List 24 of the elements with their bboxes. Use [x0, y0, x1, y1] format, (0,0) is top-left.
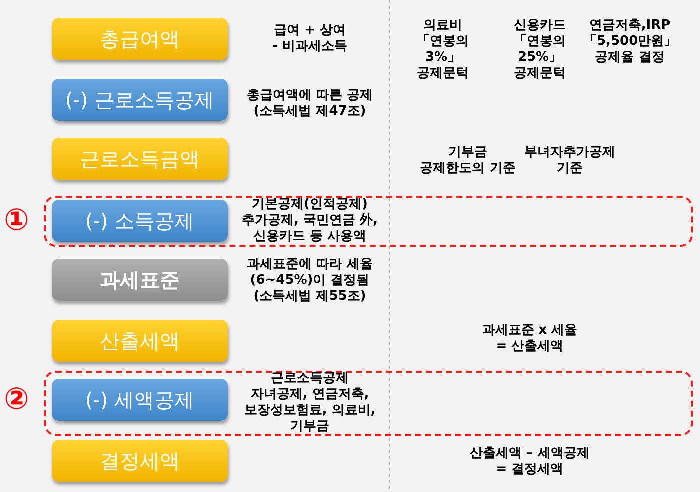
description-text: 급여 + 상여 - 비과세소득: [272, 23, 348, 55]
note-text: 연금저축,IRP 「5,500만원」 공제율 결정: [584, 18, 676, 66]
description-text: 과세표준에 따라 세율(6~45%)이 결정됨 (소득세법 제55조): [246, 257, 374, 305]
description-text: 근로소득공제 자녀공제, 연금저축, 보장성보험료, 의료비, 기부금: [244, 371, 376, 435]
description-text: 총급여액에 따른 공제 (소득세법 제47조): [246, 88, 374, 120]
note-text: 과세표준 x 세율 = 산출세액: [481, 323, 579, 355]
circled-number: ①: [4, 204, 30, 238]
result-box: 총급여액: [52, 18, 228, 60]
dashed-frame: [44, 371, 693, 436]
note-text: 의료비 「연봉의 3%」 공제문턱: [416, 18, 470, 82]
note-text: 부녀자추가공제 기준: [524, 145, 616, 177]
deduction-box: (-) 세액공제: [52, 379, 228, 421]
dashed-frame: [44, 196, 693, 247]
result-box: 근로소득금액: [52, 138, 228, 180]
deduction-box: (-) 소득공제: [52, 200, 228, 242]
note-text: 산출세액 – 세액공제 = 결정세액: [469, 446, 591, 478]
result-box: 산출세액: [52, 320, 228, 362]
note-text: 신용카드 「연봉의 25%」 공제문턱: [513, 18, 567, 82]
circled-number: ②: [4, 383, 30, 417]
deduction-box: (-) 근로소득공제: [52, 79, 228, 121]
tax-base-box: 과세표준: [52, 259, 228, 301]
description-text: 기본공제(인적공제) 추가공제, 국민연금 外, 신용카드 등 사용액: [241, 197, 379, 245]
note-text: 기부금 공제한도의 기준: [419, 145, 517, 177]
result-box: 결정세액: [52, 440, 228, 482]
